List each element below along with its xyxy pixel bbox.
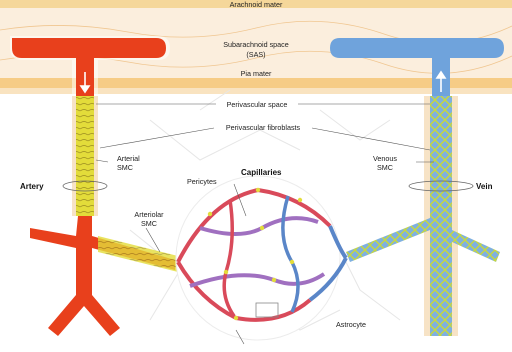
label-perivascular-fibroblasts: Perivascular fibroblasts [226, 123, 301, 132]
label-venous-smc-line1: Venous [373, 154, 397, 163]
label-sas-line1: Subarachnoid space [223, 40, 289, 49]
label-sas-line2: (SAS) [246, 50, 265, 59]
label-arterial-smc-line1: Arterial [117, 154, 140, 163]
label-pericytes: Pericytes [187, 177, 217, 186]
vein-left-branch [346, 218, 430, 262]
vein-right-branch [452, 230, 500, 262]
label-arachnoid-mater: Arachnoid mater [230, 0, 283, 9]
artery-lower-trunk [30, 216, 175, 336]
label-perivascular-space: Perivascular space [227, 100, 288, 109]
label-pia-mater: Pia mater [241, 69, 272, 78]
label-artery: Artery [20, 182, 44, 191]
arteriolar-smc-layer [98, 236, 178, 272]
label-capillaries: Capillaries [241, 168, 282, 177]
arterial-smc-layer [76, 96, 94, 216]
label-astrocyte: Astrocyte [336, 320, 366, 329]
label-venous-smc-line2: SMC [377, 163, 393, 172]
label-arteriolar-smc-line1: Arteriolar [134, 210, 164, 219]
label-vein: Vein [476, 182, 493, 191]
label-arteriolar-smc-line2: SMC [141, 219, 157, 228]
label-arterial-smc-line2: SMC [117, 163, 133, 172]
venous-smc-layer [430, 96, 452, 336]
capillary-network [176, 176, 346, 340]
